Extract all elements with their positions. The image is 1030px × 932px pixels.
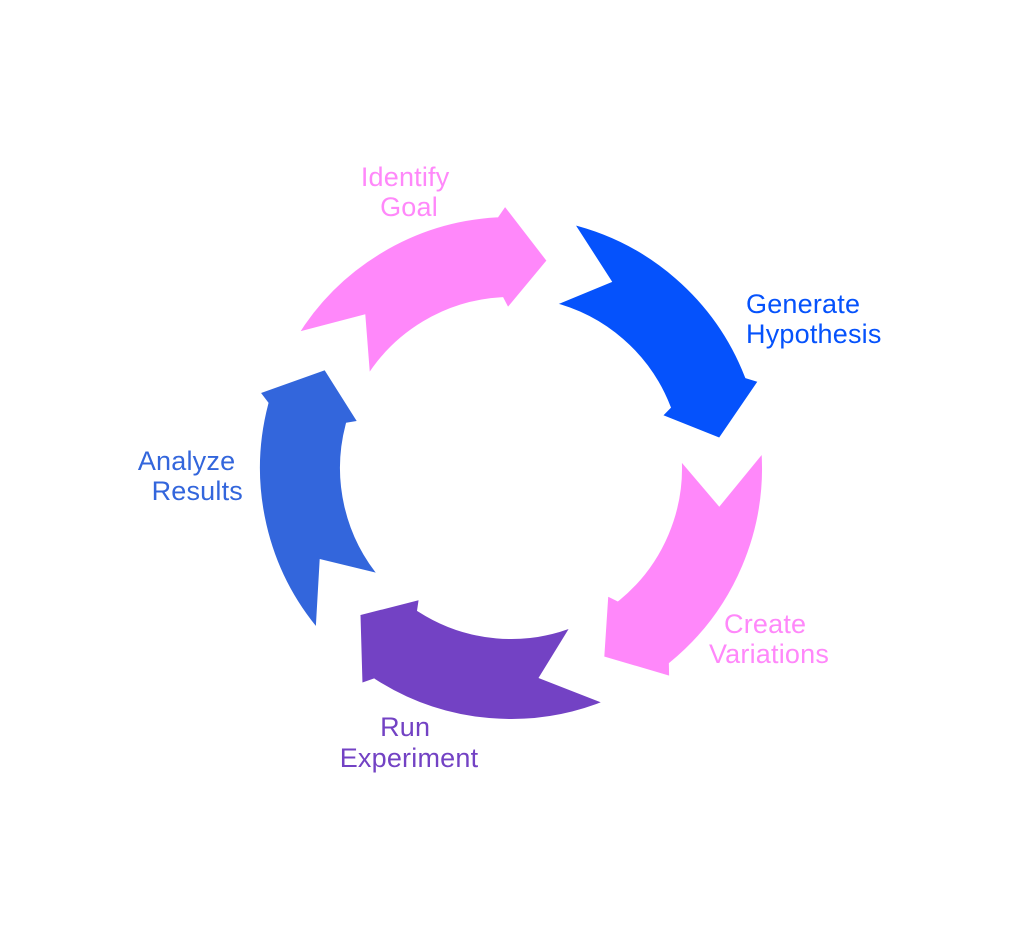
cycle-arrows (251, 196, 768, 725)
step-label-identify-goal-line1: Identify (361, 162, 450, 192)
step-label-identify-goal: Identify Goal (361, 162, 457, 222)
cycle-arrow-generate-hypothesis (539, 216, 767, 445)
cycle-arrow-identify-goal (287, 196, 555, 391)
step-label-run-experiment-line2: Experiment (340, 743, 479, 773)
cycle-arrow-run-experiment (354, 592, 618, 725)
step-label-analyze-results: Analyze Results (138, 446, 243, 506)
step-label-analyze-results-line2: Results (152, 476, 243, 506)
step-label-analyze-results-line1: Analyze (138, 446, 235, 476)
step-label-generate-hypothesis-line1: Generate (746, 289, 860, 319)
cycle-arrow-analyze-results (251, 363, 392, 642)
step-label-create-variations-line1: Create (724, 609, 806, 639)
step-label-identify-goal-line2: Goal (380, 192, 438, 222)
cycle-arrow-create-variations (598, 439, 768, 684)
step-label-create-variations-line2: Variations (709, 639, 829, 669)
step-label-run-experiment: Run Experiment (340, 712, 479, 773)
step-label-generate-hypothesis: Generate Hypothesis (746, 289, 882, 349)
step-label-generate-hypothesis-line2: Hypothesis (746, 319, 882, 349)
step-label-create-variations: Create Variations (709, 609, 829, 669)
step-label-run-experiment-line1: Run (380, 712, 430, 742)
